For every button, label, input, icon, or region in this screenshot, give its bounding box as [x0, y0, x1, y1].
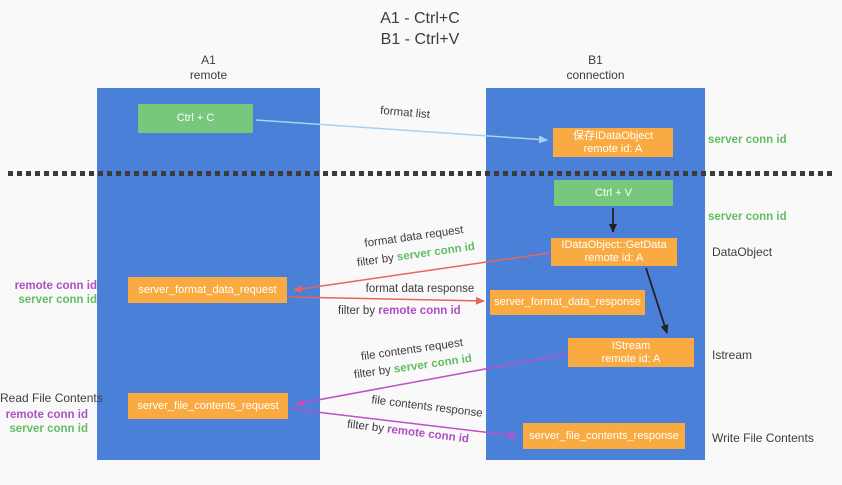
annotation-server-conn-id-mid: server conn id — [708, 211, 787, 223]
diagram-title: A1 - Ctrl+C B1 - Ctrl+V — [300, 8, 540, 50]
node-ctrl-c-label: Ctrl + C — [176, 112, 215, 124]
label-format-list: format list — [379, 104, 431, 122]
node-ctrl-c: Ctrl + C — [138, 104, 253, 133]
label-filter-by-remote-conn-id-1: filter by remote conn id — [338, 305, 461, 317]
node-format-response-label: server_format_data_response — [494, 296, 641, 308]
annotation-read-file-contents: Read File Contents — [0, 391, 103, 405]
filter-prefix: filter by — [356, 251, 398, 270]
node-istream: IStream remote id: A — [568, 338, 694, 367]
node-save-idataobject-line1: 保存IDataObject — [572, 129, 654, 142]
label-file-contents-response: file contents response — [370, 394, 484, 420]
node-server-format-data-request: server_format_data_request — [128, 277, 287, 303]
annotation-remote-conn-id-bottom: remote conn id — [5, 409, 88, 421]
column-a1-id: A1 — [201, 53, 216, 67]
label-format-data-response: format data response — [365, 283, 475, 295]
title-line-2: B1 - Ctrl+V — [380, 31, 460, 48]
annotation-remote-conn-id-top: remote conn id — [14, 280, 97, 292]
annotation-dataobject: DataObject — [712, 245, 773, 259]
node-idataobject-getdata: IDataObject::GetData remote id: A — [551, 238, 677, 266]
column-header-a1: A1 remote — [97, 53, 320, 83]
node-server-file-contents-request: server_file_contents_request — [128, 393, 288, 419]
annotation-conn-ids-top: remote conn id server conn id — [0, 279, 97, 307]
node-ctrl-v: Ctrl + V — [554, 180, 673, 206]
annotation-read-file-block: Read File Contents remote conn id server… — [0, 391, 103, 436]
filter-key-remote-conn-id: remote conn id — [386, 423, 470, 446]
filter-key-server-conn-id: server conn id — [396, 240, 476, 264]
node-save-idataobject-line2: remote id: A — [583, 142, 643, 155]
divider-dotted-line — [8, 171, 836, 176]
node-server-file-contents-response: server_file_contents_response — [523, 423, 685, 449]
annotation-server-conn-id-left-top: server conn id — [18, 294, 97, 306]
annotation-server-conn-id-left-bottom: server conn id — [9, 423, 88, 435]
filter-prefix: filter by — [346, 418, 388, 436]
node-file-request-label: server_file_contents_request — [137, 399, 279, 412]
node-save-idataobject: 保存IDataObject remote id: A — [553, 128, 673, 157]
node-ctrl-v-label: Ctrl + V — [595, 186, 632, 199]
column-header-b1: B1 connection — [486, 53, 705, 83]
annotation-server-conn-id-top: server conn id — [708, 134, 787, 146]
node-istream-line2: remote id: A — [601, 352, 661, 365]
annotation-istream: Istream — [712, 348, 753, 362]
column-a1-name: remote — [189, 68, 228, 82]
node-istream-line1: IStream — [611, 339, 651, 352]
filter-prefix: filter by — [353, 363, 395, 382]
node-getdata-line1: IDataObject::GetData — [561, 239, 667, 251]
node-file-response-label: server_file_contents_response — [529, 429, 679, 442]
node-format-request-label: server_format_data_request — [138, 283, 277, 296]
node-getdata-line2: remote id: A — [584, 252, 644, 264]
annotation-write-file-contents: Write File Contents — [712, 431, 814, 445]
column-b1-id: B1 — [588, 53, 603, 67]
filter-prefix: filter by — [338, 305, 379, 317]
label-filter-by-remote-conn-id-2: filter by remote conn id — [344, 418, 473, 446]
node-server-format-data-response: server_format_data_response — [490, 290, 645, 315]
filter-key-remote-conn-id: remote conn id — [378, 305, 461, 317]
title-line-1: A1 - Ctrl+C — [380, 10, 460, 27]
column-b1-name: connection — [566, 68, 625, 82]
